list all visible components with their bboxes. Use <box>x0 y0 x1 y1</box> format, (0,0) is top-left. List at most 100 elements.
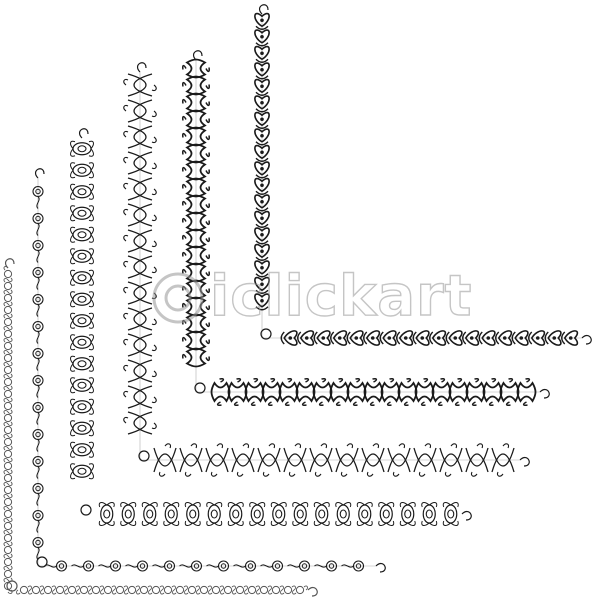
fleuron-motif <box>98 502 115 526</box>
loop-motif <box>182 245 210 266</box>
end-curl <box>539 388 550 399</box>
circle-motif <box>71 560 95 572</box>
corner-ornament <box>6 580 18 592</box>
fleuron-motif <box>378 502 395 526</box>
heart-motif <box>528 330 546 346</box>
wave-motif <box>439 443 463 477</box>
heart-motif <box>561 330 579 346</box>
fleuron-motif <box>70 334 94 351</box>
wave-motif <box>361 443 385 477</box>
heart-motif <box>254 260 270 278</box>
corner-ornament <box>138 450 150 462</box>
circle-motif <box>179 560 203 572</box>
loop-motif <box>182 126 210 147</box>
circle-motif <box>32 401 44 425</box>
loop-motif <box>182 228 210 249</box>
circle-swirl-border <box>32 168 386 573</box>
corner-ornament <box>80 504 92 516</box>
fleuron-motif <box>70 463 94 480</box>
wave-motif <box>231 443 255 477</box>
loop-motif <box>182 160 210 181</box>
lace-motif <box>3 446 13 462</box>
heart-motif <box>254 12 270 30</box>
corner-ornament <box>36 556 48 568</box>
fleuron-motif <box>70 291 94 308</box>
lace-motif <box>3 518 13 534</box>
circle-motif <box>32 293 44 317</box>
lace-motif <box>112 585 128 595</box>
heart-motif <box>254 111 270 129</box>
fleuron-motif <box>184 502 201 526</box>
fleuron-motif <box>70 377 94 394</box>
circle-motif <box>206 560 230 572</box>
fleuron-motif <box>70 312 94 329</box>
wave-motif <box>123 125 157 149</box>
lace-motif <box>64 585 80 595</box>
lace-motif <box>76 585 92 595</box>
heart-motif <box>254 227 270 245</box>
fleuron-motif <box>70 140 94 157</box>
lace-motif <box>256 585 272 595</box>
corner-ornament <box>260 328 272 340</box>
heart-motif <box>544 330 562 346</box>
fleuron-motif <box>356 502 373 526</box>
fleuron-motif <box>70 183 94 200</box>
wave-motif <box>335 443 359 477</box>
lace-motif <box>3 470 13 486</box>
lace-motif <box>100 585 116 595</box>
heart-motif <box>396 330 414 346</box>
wave-motif <box>123 411 157 435</box>
fleuron-motif <box>70 226 94 243</box>
lace-motif <box>3 422 13 438</box>
end-curl <box>375 562 386 573</box>
circle-motif <box>32 185 44 209</box>
loop-chain-border <box>182 50 550 406</box>
heart-motif <box>254 45 270 63</box>
fleuron-motif <box>70 162 94 179</box>
circle-motif <box>98 560 122 572</box>
loop-motif <box>182 109 210 130</box>
lace-motif <box>3 398 13 414</box>
wave-motif <box>123 151 157 175</box>
wave-motif <box>491 443 515 477</box>
wave-motif <box>179 443 203 477</box>
heart-motif <box>254 276 270 294</box>
fleuron-motif <box>70 248 94 265</box>
lace-motif <box>3 506 13 522</box>
lace-motif <box>3 434 13 450</box>
circle-motif <box>32 347 44 371</box>
fleuron-motif <box>120 502 137 526</box>
circle-motif <box>341 560 365 572</box>
loop-motif <box>182 194 210 215</box>
lace-motif <box>3 314 13 330</box>
lace-motif <box>148 585 164 595</box>
lace-motif <box>3 374 13 390</box>
heart-motif <box>254 243 270 261</box>
lace-motif <box>292 585 308 595</box>
border-guide-line <box>195 60 540 393</box>
loop-motif <box>182 330 210 351</box>
fleuron-motif <box>442 502 459 526</box>
lace-motif <box>172 585 188 595</box>
wave-motif <box>123 333 157 357</box>
wave-motif <box>309 443 333 477</box>
heart-motif <box>313 330 331 346</box>
wave-motif <box>123 229 157 253</box>
circle-motif <box>32 536 44 560</box>
loop-motif <box>182 92 210 113</box>
fleuron-motif <box>70 398 94 415</box>
fleuron-border <box>70 128 472 526</box>
fleuron-motif <box>421 502 438 526</box>
top-curl <box>136 62 147 73</box>
heart-motif <box>478 330 496 346</box>
top-curl <box>34 168 45 179</box>
wave-motif <box>465 443 489 477</box>
fleuron-motif <box>292 502 309 526</box>
circle-motif <box>260 560 284 572</box>
border-guide-line <box>261 14 582 339</box>
lace-motif <box>88 585 104 595</box>
heart-motif <box>445 330 463 346</box>
wave-motif <box>123 359 157 383</box>
lace-motif <box>3 386 13 402</box>
lace-motif <box>52 585 68 595</box>
